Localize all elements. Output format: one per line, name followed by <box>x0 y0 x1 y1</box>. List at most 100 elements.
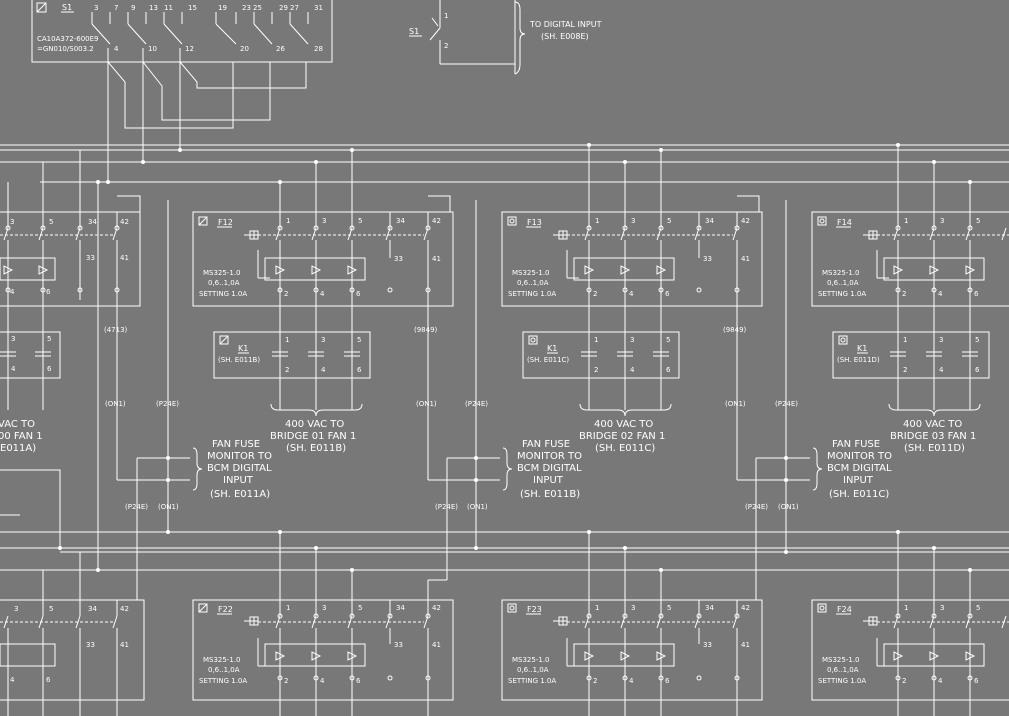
lower-busbars <box>0 531 1009 571</box>
fuse-monitor-sheet: (SH. E011B) <box>520 489 580 500</box>
terminal-1: 1 <box>903 336 907 344</box>
junction-dot <box>278 530 282 534</box>
terminal-3: 3 <box>11 335 15 343</box>
s1-digital-input-switch: S1 1 2 TO DIGITAL INPUT (SH. E008E) <box>409 0 602 75</box>
s1-reference: =GN010/S003.2 <box>37 45 94 53</box>
feed-label: 00 FAN 1 <box>0 431 43 442</box>
breaker-range: 0,6..1,0A <box>517 279 549 287</box>
terminal-circle <box>734 613 740 619</box>
symbol-square-icon <box>198 603 208 613</box>
terminal-5: 5 <box>358 217 362 225</box>
s1-terminal-bottom: 20 <box>240 45 249 53</box>
wire-label: (4713) <box>104 326 128 334</box>
junction-dot <box>623 160 627 164</box>
terminal-34: 34 <box>88 605 97 613</box>
junction-dot <box>106 180 110 184</box>
contactor-box: K1 (SH. E011B) 1 3 5 2 4 6 <box>213 300 371 410</box>
terminal-circle <box>349 675 355 681</box>
terminal-circle <box>349 287 355 293</box>
s1-terminal-top: 9 <box>131 4 135 12</box>
terminal-circle <box>425 675 431 681</box>
fuse-monitor-text: INPUT <box>843 475 874 486</box>
terminal-41: 41 <box>432 255 441 263</box>
terminal-circle <box>313 675 319 681</box>
s1-terminal-top: 19 <box>218 4 227 12</box>
breaker-model: MS325-1.0 <box>203 269 241 277</box>
junction-dot <box>278 180 282 184</box>
upper-row-col-2: F13 1 3 5 34 42 33 41 MS325-1.0 <box>501 145 892 520</box>
s1-terminal-top: 3 <box>94 4 98 12</box>
terminal-circle <box>114 287 120 293</box>
s1-terminal-bottom: 26 <box>276 45 285 53</box>
breaker-model: MS325-1.0 <box>822 656 860 664</box>
junction-dot <box>178 148 182 152</box>
junction-dot <box>166 456 170 460</box>
breaker-tag: F23 <box>527 605 542 614</box>
terminal-circle <box>77 287 83 293</box>
terminal-circle <box>734 675 740 681</box>
s1-terminal-bottom: 4 <box>114 45 119 53</box>
breaker-tag: F24 <box>837 605 852 614</box>
terminal-3: 3 <box>322 217 326 225</box>
symbol-square-icon <box>528 335 538 345</box>
terminal-circle <box>40 225 46 231</box>
terminal-4: 4 <box>320 677 325 685</box>
terminal-circle <box>387 287 393 293</box>
terminal-3: 3 <box>321 336 325 344</box>
fuse-monitor-sheet: (SH. E011A) <box>210 489 270 500</box>
junction-dot <box>587 530 591 534</box>
wire-label: (9849) <box>723 326 747 334</box>
feed-label: VAC TO <box>0 419 35 430</box>
terminal-42: 42 <box>741 217 750 225</box>
terminal-5: 5 <box>667 604 671 612</box>
symbol-square-icon <box>36 2 47 13</box>
terminal-circle <box>586 675 592 681</box>
junction-dot <box>96 180 100 184</box>
terminal-6: 6 <box>356 290 361 298</box>
terminal-6: 6 <box>666 366 671 374</box>
terminal-circle <box>658 675 664 681</box>
terminal-circle <box>40 287 46 293</box>
terminal-circle <box>931 613 937 619</box>
terminal-circle <box>658 225 664 231</box>
fan-fuse-monitor: FAN FUSE MONITOR TO BCM DIGITAL INPUT (S… <box>428 439 582 500</box>
junction-dot <box>474 478 478 482</box>
terminal-circle <box>967 613 973 619</box>
terminal-circle <box>967 225 973 231</box>
terminal-5: 5 <box>666 336 670 344</box>
s1-terminal-top: 7 <box>114 4 118 12</box>
breaker-model: MS325-1.0 <box>203 656 241 664</box>
terminal-2: 2 <box>902 290 906 298</box>
terminal-33: 33 <box>703 255 712 263</box>
s1-terminal-top: 25 <box>253 4 262 12</box>
fuse-monitor-text: FAN FUSE <box>522 439 570 450</box>
junction-dot <box>968 180 972 184</box>
terminal-3: 3 <box>939 336 943 344</box>
terminal-circle <box>387 613 393 619</box>
terminal-4: 4 <box>630 366 635 374</box>
wire-label: (9849) <box>414 326 438 334</box>
fuse-monitor-text: FAN FUSE <box>212 439 260 450</box>
junction-dot <box>896 530 900 534</box>
terminal-4: 4 <box>939 366 944 374</box>
breaker-tag: F22 <box>218 605 233 614</box>
terminal-2: 2 <box>593 290 597 298</box>
terminal-circle <box>931 287 937 293</box>
junction-dot <box>350 148 354 152</box>
s1-terminal-top: 11 <box>164 4 173 12</box>
terminal-circle <box>895 225 901 231</box>
upper-row-col-0: 3 5 34 42 33 41 4 6 3 5 4 6 VAC TO 00 FA… <box>0 150 272 520</box>
terminal-circle <box>658 287 664 293</box>
terminal-33: 33 <box>394 641 403 649</box>
fuse-monitor-text: MONITOR TO <box>517 451 582 462</box>
terminal-3: 3 <box>14 605 18 613</box>
terminal-5: 5 <box>47 335 51 343</box>
terminal-circle <box>425 613 431 619</box>
terminal-41: 41 <box>120 641 129 649</box>
terminal-1: 1 <box>286 604 290 612</box>
terminal-4: 4 <box>938 677 943 685</box>
terminal-5: 5 <box>667 217 671 225</box>
terminal-1: 1 <box>594 336 598 344</box>
junction-dot <box>587 143 591 147</box>
terminal-circle <box>77 225 83 231</box>
